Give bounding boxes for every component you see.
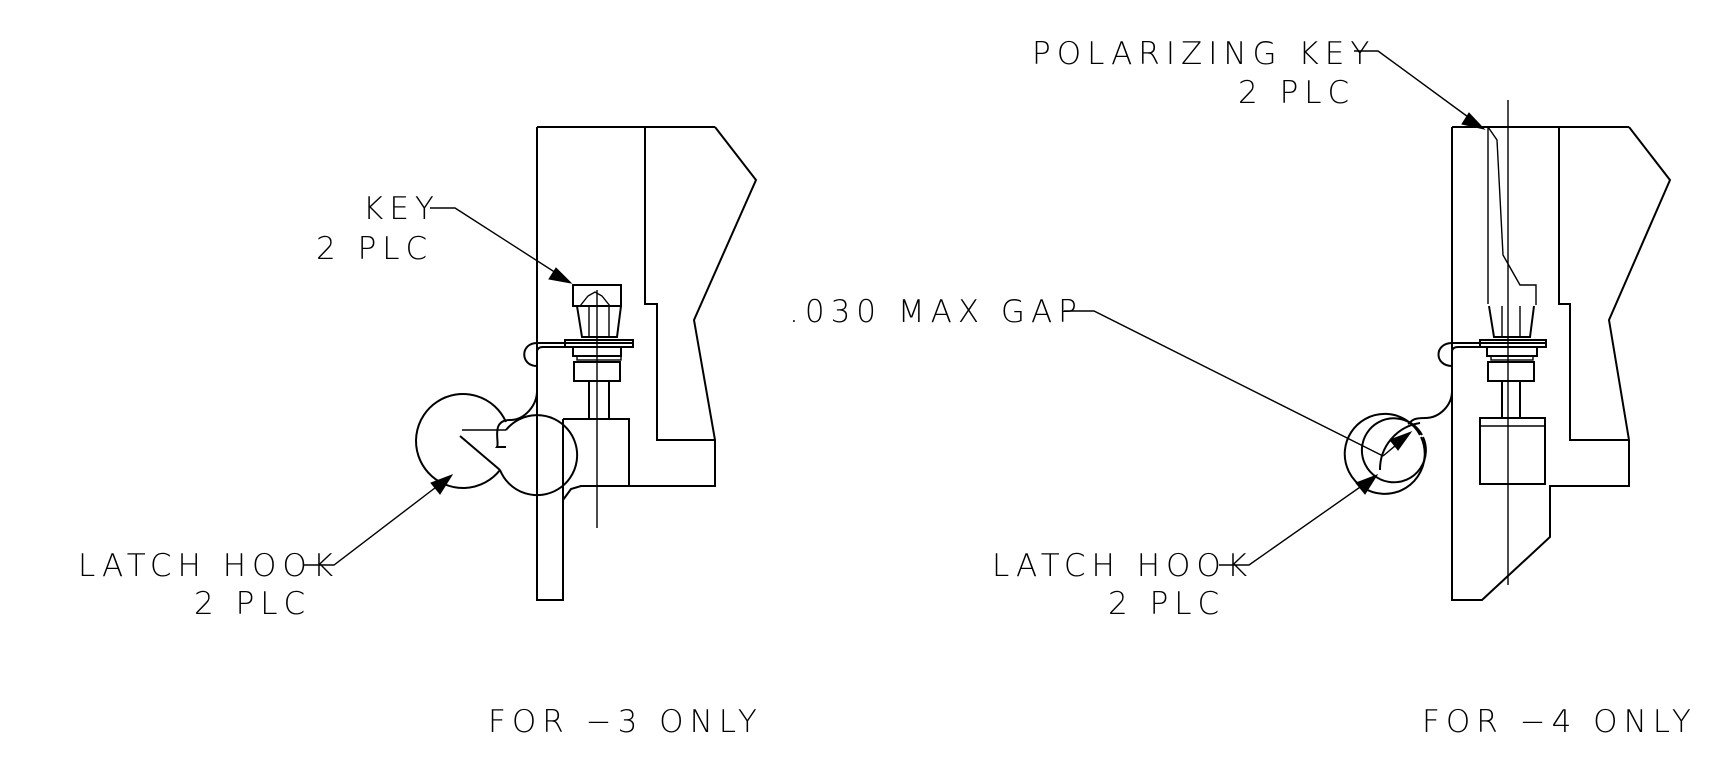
left-key-label-line2: 2 PLC	[316, 231, 433, 267]
left-housing	[536, 126, 758, 601]
right-gap-label: .030 MAX GAP	[789, 294, 1083, 330]
left-latch-label-line1: LATCH HOOK	[78, 548, 339, 584]
left-key-leader	[430, 207, 573, 284]
left-key-label-line1: KEY	[363, 191, 440, 227]
right-latch-label-line2: 2 PLC	[1108, 586, 1225, 622]
right-polarizing-label-line1: POLARIZING KEY	[1032, 36, 1375, 72]
right-housing	[1451, 126, 1672, 601]
left-latch-label-line2: 2 PLC	[194, 586, 311, 622]
right-polarizing-leader	[1354, 50, 1486, 130]
right-gap-leader	[1064, 310, 1413, 457]
left-view: KEY 2 PLC LATCH HOOK 2 PLC FOR −3 ONLY	[78, 126, 763, 740]
right-key-assembly	[1479, 305, 1547, 418]
left-key-assembly	[564, 284, 634, 528]
left-latch-hook	[415, 342, 633, 497]
right-latch-leader	[1219, 473, 1379, 566]
right-polarizing-label-line2: 2 PLC	[1238, 75, 1355, 111]
right-view: POLARIZING KEY 2 PLC .030 MAX GAP LATCH …	[789, 36, 1697, 740]
right-latch-label-line1: LATCH HOOK	[992, 548, 1253, 584]
left-latch-leader	[304, 473, 454, 566]
right-caption: FOR −4 ONLY	[1422, 704, 1697, 740]
left-caption: FOR −3 ONLY	[488, 704, 763, 740]
